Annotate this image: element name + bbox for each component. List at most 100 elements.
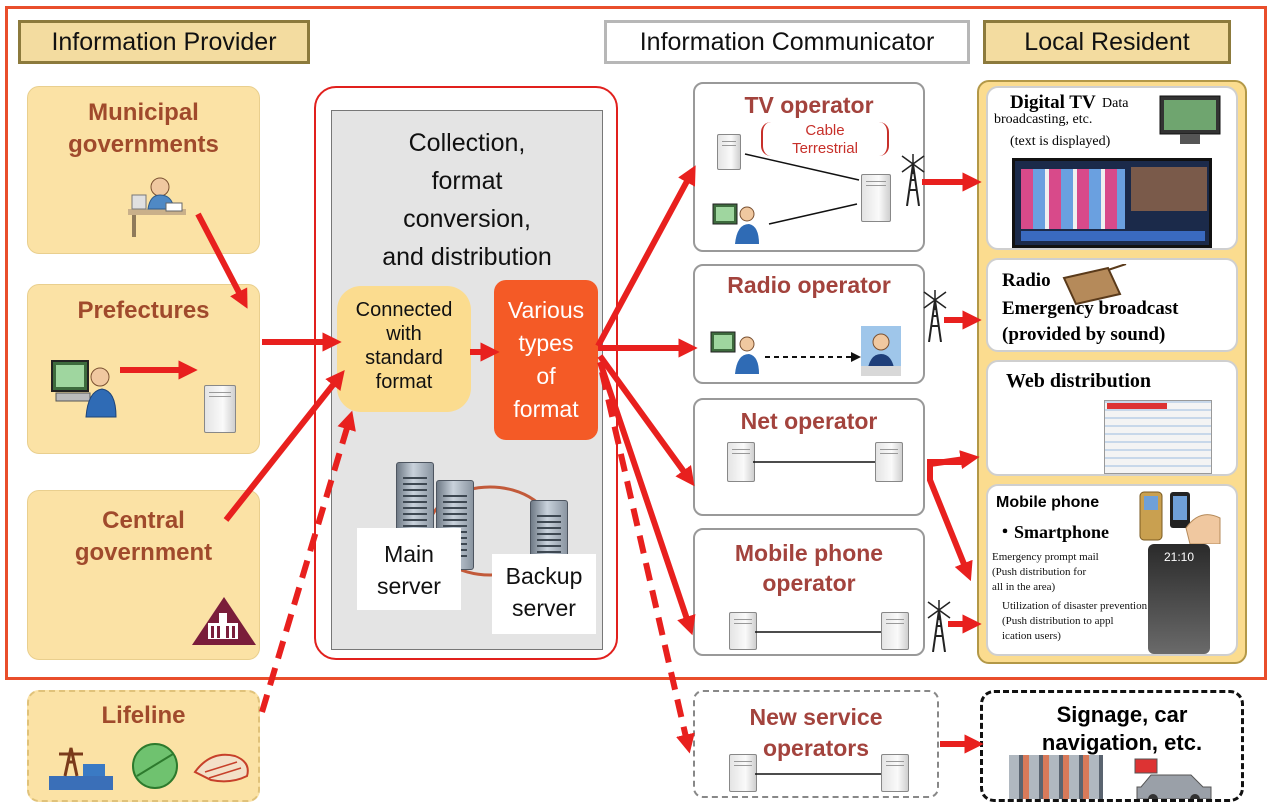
resident-digital-tv: Digital TV Data broadcasting, etc. (text… [986,86,1238,250]
main-server-line-2: server [377,573,441,599]
standard-format-box: Connected with standard format [337,286,471,412]
provider-prefectures: Prefectures [27,284,260,454]
main-server-line-1: Main [384,541,434,567]
hub-title-line-1: Collection, [408,129,526,157]
provider-municipal: Municipal governments [27,86,260,254]
cable-terrestrial-bracket: Cable Terrestrial [761,122,889,157]
standard-line-3: standard [365,347,443,369]
radio-operator-box: Radio operator [693,264,925,384]
mobile-server-icon-2 [881,612,909,650]
new-service-server-icon-1 [729,754,757,792]
tv-operator-label: TV operator [744,92,874,118]
web-title: Web distribution [1006,370,1152,392]
mobile-desc-line-2: (Push distribution for [992,566,1087,578]
new-service-server-icon-2 [881,754,909,792]
header-local-resident: Local Resident [983,20,1231,64]
mobile-desc-line-4: Utilization of disaster prevention [1002,600,1148,612]
tv-screen-image [1012,158,1212,248]
new-service-label: New service operators [695,702,937,764]
tv-antenna-icon [901,154,925,206]
new-service-box: New service operators [693,690,939,798]
backup-server-line-2: server [512,595,576,621]
backup-server-line-1: Backup [505,563,583,589]
resident-radio: Radio Emergency broadcast (provided by s… [986,258,1238,352]
phone-time: 21:10 [1163,550,1195,564]
tv-set-icon [1159,95,1221,144]
resident-mobile: 21:10 Mobile phone ・Smartphone Emergency… [986,484,1238,656]
net-operator-label: Net operator [740,408,878,434]
various-line-4: format [513,396,579,422]
new-service-link-line [755,773,881,775]
digital-tv-sub1: Data [1102,96,1129,111]
mobile-desc-line-6: ication users) [1002,630,1061,642]
net-operator-box: Net operator [693,398,925,516]
tv-server-icon-2 [861,174,891,222]
power-tower-icon [49,747,113,790]
standard-line-4: format [375,371,433,393]
radio-operator-person-icon [710,331,759,374]
provider-municipal-label: Municipal governments [68,99,219,158]
net-server-icon-2 [875,442,903,482]
mobile-description: Emergency prompt mail (Push distribution… [992,550,1147,644]
provider-lifeline: Lifeline [27,690,260,802]
provider-central-label: Central government [74,507,213,566]
mobile-desc-line-1: Emergency prompt mail [992,551,1099,563]
tv-link-lines [744,153,860,225]
main-server-label: Main server [357,528,461,610]
net-link-line [753,461,875,463]
radio-set-icon [1062,264,1127,306]
radio-antenna-icon [923,290,947,342]
operator-at-computer-icon [51,360,117,418]
radio-title: Radio [1002,270,1051,291]
digital-tv-sub2: broadcasting, etc. [994,112,1093,127]
officer-at-desk-icon [128,177,186,237]
mobile-title: Mobile phone [996,494,1100,511]
new-service-line-1: New service [749,704,883,730]
radio-dashed-arrow [765,352,861,362]
mobile-operator-label: Mobile phone operator [695,538,923,598]
various-line-2: types [518,330,574,356]
resident-web: Web distribution [986,360,1238,476]
hand-holding-phone-icon [1170,492,1221,544]
standard-line-2: with [386,323,422,345]
various-line-1: Various [507,297,585,323]
hub-title-line-3: conversion, [403,205,531,233]
radio-operator-label: Radio operator [727,272,891,298]
provider-central: Central government [27,490,260,660]
mobile-server-icon-1 [729,612,757,650]
mobile-link-line [755,631,881,633]
phone-screen-image: 21:10 [1148,544,1210,654]
hub-title-line-4: and distribution [382,243,552,271]
mobile-antenna-icon [927,600,951,652]
header-information-communicator: Information Communicator [604,20,970,64]
signage-line-2: navigation, etc. [1041,730,1203,755]
signage-line-1: Signage, car [1056,702,1188,727]
various-format-box: Various types of format [494,280,598,440]
provider-lifeline-label: Lifeline [101,702,186,729]
signage-box: Signage, car navigation, etc. [980,690,1244,802]
mobile-desc-line-3: all in the area) [992,581,1056,593]
tv-operator-person-icon [712,203,759,244]
mobile-desc-line-5: (Push distribution to appl [1002,615,1114,627]
radio-sub2: (provided by sound) [1002,324,1166,345]
smartphone-label: ・Smartphone [996,522,1110,542]
hub-title: Collection, format conversion, and distr… [336,124,598,276]
tv-server-icon-1 [717,134,741,170]
new-service-line-2: operators [762,735,870,761]
cable-label: Cable [805,122,845,139]
various-line-3: of [536,363,556,389]
feature-phone-icon [1139,491,1163,541]
prefecture-server-icon [204,385,236,433]
provider-prefectures-label: Prefectures [77,297,210,324]
net-server-icon-1 [727,442,755,482]
mobile-operator-line-1: Mobile phone [734,540,884,566]
car-navigation-icon [1134,758,1212,799]
digital-tv-sub3: (text is displayed) [1010,134,1111,149]
radio-announcer-icon [861,326,901,376]
signage-photo [1009,755,1103,799]
backup-server-label: Backup server [492,554,596,634]
hub-title-line-2: format [431,167,503,195]
mobile-operator-box: Mobile phone operator [693,528,925,656]
government-building-icon [192,597,256,645]
water-pipe-icon [193,753,249,783]
